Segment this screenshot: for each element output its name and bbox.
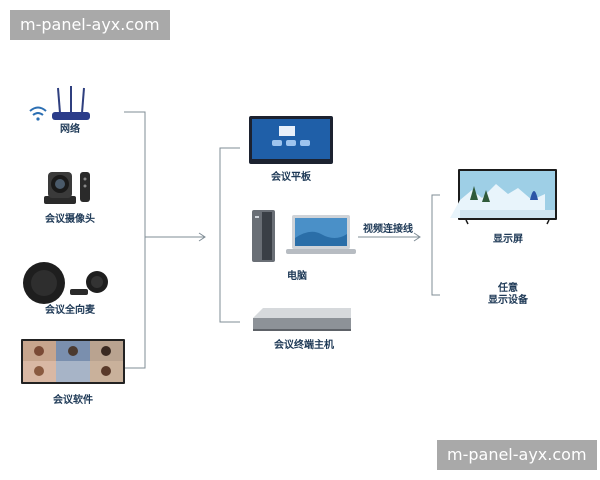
device-label-terminal: 会议终端主机: [274, 340, 334, 351]
conference-tablet-icon: [249, 116, 333, 164]
meeting-software-icon: [21, 339, 125, 384]
omni-microphone-icon: [23, 262, 108, 304]
watermark-bottom: m-panel-ayx.com: [437, 440, 597, 470]
output-label-screen: 显示屏: [493, 234, 523, 245]
input-label-microphone: 会议全向麦: [45, 305, 95, 316]
conference-camera-icon: [44, 172, 90, 204]
computer-icon: [252, 210, 356, 262]
connection-label: 视频连接线: [363, 224, 413, 235]
device-bracket: [219, 147, 440, 323]
display-screen-icon: [450, 169, 557, 225]
device-label-tablet: 会议平板: [271, 172, 311, 183]
input-label-camera: 会议摄像头: [45, 214, 95, 225]
connection-arrow: [358, 232, 421, 242]
output-label-any-line2: 显示设备: [488, 295, 528, 306]
wifi-router-icon: [29, 86, 90, 121]
output-label-any-line1: 任意: [498, 283, 518, 294]
input-label-software: 会议软件: [53, 395, 93, 406]
terminal-host-icon: [253, 308, 351, 331]
input-label-network: 网络: [60, 124, 80, 135]
watermark-top: m-panel-ayx.com: [10, 10, 170, 40]
input-bracket: [124, 111, 206, 369]
device-label-computer: 电脑: [287, 271, 307, 282]
